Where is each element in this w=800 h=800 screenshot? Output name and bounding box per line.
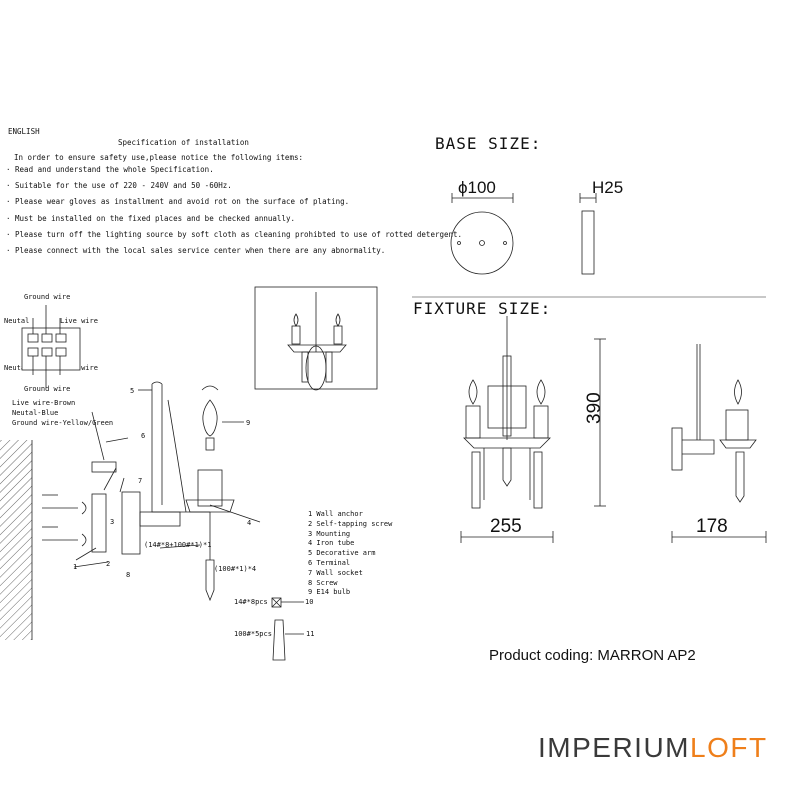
crystal-symbols <box>271 597 304 661</box>
neutral-label-top: Neutal <box>4 317 30 325</box>
fixture-height-dimension <box>594 338 606 507</box>
ground-wire-label-bottom: Ground wire <box>24 385 71 393</box>
parts-item: 4 Iron tube <box>308 539 355 548</box>
crystal-pcs-11: 100#*5pcs <box>234 630 272 638</box>
base-plate-side-view <box>579 193 597 275</box>
fixture-width-dimension <box>460 531 554 543</box>
live-wire-label-top: Live wire <box>60 317 98 325</box>
brand-logo: IMPERIUMLOFT <box>538 732 768 764</box>
candle-and-bulb <box>185 385 244 513</box>
parts-item: 5 Decorative arm <box>308 549 376 558</box>
parts-item: 6 Terminal <box>308 558 351 567</box>
base-size-title: BASE SIZE: <box>435 134 542 153</box>
spec-bullet: · Please connect with the local sales se… <box>6 245 386 255</box>
spec-bullet: · Suitable for the use of 220 - 240V and… <box>6 181 232 191</box>
product-coding: Product coding: MARRON AP2 <box>489 647 696 664</box>
wire-color-brown: Live wire-Brown <box>12 399 76 407</box>
wire-color-blue: Neutal-Blue <box>12 409 59 417</box>
callout-10: 10 <box>305 598 314 606</box>
spec-bullet: · Please wear gloves as installment and … <box>6 197 350 207</box>
fixture-side-view <box>671 344 757 503</box>
base-height-label: H25 <box>592 178 624 197</box>
spec-bullet: · Read and understand the whole Specific… <box>6 165 214 174</box>
crystal-pcs-10: 14#*8pcs <box>234 598 268 606</box>
ground-wire-label-top: Ground wire <box>24 293 71 301</box>
brand-part-2: LOFT <box>690 732 768 763</box>
wiring-diagram <box>21 305 81 388</box>
parts-item: 7 Wall socket <box>308 568 363 577</box>
crystal-spec-a: (14#*8+100#*1)*1 <box>144 541 212 549</box>
base-plate-top-view <box>450 193 514 275</box>
wall-anchors <box>42 494 87 547</box>
crystal-pendant <box>159 512 215 602</box>
neutral-label-bottom: Neutal <box>4 364 30 372</box>
parts-item: 9 E14 bulb <box>308 588 351 597</box>
spec-bullet: · Must be installed on the fixed places … <box>6 213 295 223</box>
spec-bullet: · Please turn off the lighting source by… <box>6 229 463 239</box>
spec-intro: In order to ensure safety use,please not… <box>14 153 303 162</box>
fixture-depth-dimension <box>671 531 767 543</box>
callout-7: 7 <box>138 477 143 485</box>
callout-4: 4 <box>247 519 252 527</box>
base-diameter-label: ϕ100 <box>458 178 496 197</box>
terminal <box>91 411 129 473</box>
fixture-front-view <box>463 316 551 509</box>
parts-item: 2 Self-tapping screw <box>308 519 393 528</box>
brand-part-1: IMPERIUM <box>538 732 690 763</box>
language-label: ENGLISH <box>8 127 40 136</box>
wall-section <box>0 440 33 640</box>
callout-9: 9 <box>246 419 251 427</box>
product-thumbnail <box>254 286 378 391</box>
wire-color-ground: Ground wire-Yellow/Green <box>12 419 114 427</box>
callout-3: 3 <box>110 518 115 526</box>
callout-5: 5 <box>130 387 135 395</box>
parts-list: 1 Wall anchor 2 Self-tapping screw 3 Mou… <box>308 510 392 598</box>
spec-bullet-list: · Read and understand the whole Specific… <box>6 165 462 262</box>
parts-item: 3 Mounting <box>308 529 351 538</box>
callout-8: 8 <box>126 571 131 579</box>
fixture-width-label: 255 <box>490 516 522 537</box>
crystal-spec-b: (100#*1)*4 <box>214 565 257 573</box>
callout-11: 11 <box>306 630 315 638</box>
decorative-arm <box>138 381 261 523</box>
mounting-plate <box>73 493 109 568</box>
fixture-depth-label: 178 <box>696 516 728 537</box>
parts-item: 1 Wall anchor <box>308 510 363 518</box>
parts-item: 8 Screw <box>308 578 338 587</box>
wall-socket <box>103 467 181 555</box>
callout-2: 2 <box>106 560 111 568</box>
spec-title: Specification of installation <box>118 138 249 147</box>
fixture-size-title: FIXTURE SIZE: <box>413 299 552 318</box>
callout-6: 6 <box>141 432 146 440</box>
